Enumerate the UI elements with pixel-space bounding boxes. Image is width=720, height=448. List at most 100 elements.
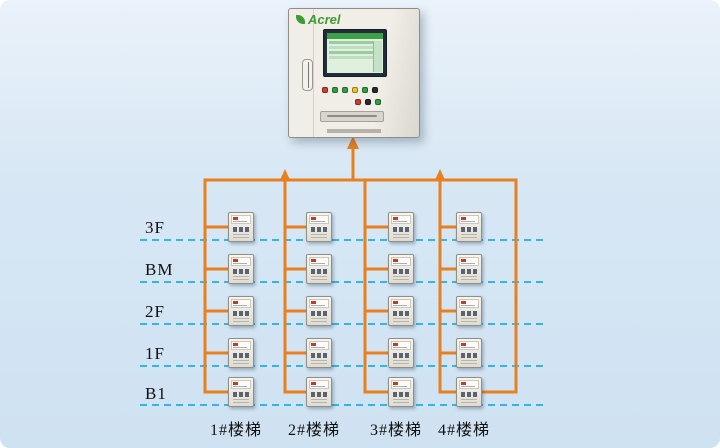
device-indicators [457,227,481,232]
device-label-area [391,215,411,224]
fire-monitor-device [388,296,414,326]
floor-dashed-lines [140,239,548,406]
device-terminals [389,234,413,238]
device-indicators [307,311,331,316]
device-brand-mark [311,301,316,304]
device-brand-mark [393,217,398,220]
fire-monitor-device [228,254,254,284]
screen-row [329,41,373,44]
device-indicators [457,311,481,316]
device-label-area [391,380,411,389]
fire-monitor-device [306,377,332,407]
device-terminals [229,318,253,322]
floor-label: 2F [145,302,165,321]
device-indicators [389,311,413,316]
device-terminals [457,276,481,280]
device-brand-mark [311,259,316,262]
fire-monitor-device [456,296,482,326]
brand-logo: Acrel [296,13,341,26]
device-indicators [229,269,253,274]
device-terminals [307,318,331,322]
device-label-area [231,257,251,266]
panel-button [352,87,358,93]
screen-row [329,51,373,54]
fire-monitor-device [306,338,332,368]
fire-monitor-device [388,254,414,284]
device-indicators [389,353,413,358]
device-label-area [309,257,329,266]
device-indicators [307,392,331,397]
device-indicators [457,353,481,358]
device-terminals [229,276,253,280]
device-brand-mark [311,217,316,220]
cabinet-screen [323,29,387,77]
printer-slot [320,111,384,122]
device-terminals [307,399,331,403]
device-terminals [307,276,331,280]
device-terminals [389,399,413,403]
device-label-area [309,380,329,389]
floor-label: 1F [145,344,165,363]
fire-monitor-device [306,254,332,284]
device-brand-mark [393,382,398,385]
device-brand-mark [393,259,398,262]
fire-monitor-device [306,296,332,326]
device-indicators [229,227,253,232]
fire-monitor-device [456,254,482,284]
device-indicators [457,392,481,397]
device-terminals [389,318,413,322]
fire-monitor-device [456,377,482,407]
device-indicators [229,353,253,358]
device-terminals [307,360,331,364]
floor-label: 3F [145,218,165,237]
device-terminals [389,360,413,364]
brand-text: Acrel [308,12,341,27]
device-label-area [459,215,479,224]
device-terminals [307,234,331,238]
device-brand-mark [233,259,238,262]
device-indicators [307,353,331,358]
device-indicators [307,227,331,232]
device-indicators [389,269,413,274]
device-terminals [229,360,253,364]
device-label-area [459,380,479,389]
device-indicators [229,311,253,316]
device-brand-mark [311,343,316,346]
device-terminals [229,234,253,238]
device-brand-mark [233,217,238,220]
device-label-area [391,299,411,308]
panel-buttons-secondary [355,99,381,105]
device-terminals [457,234,481,238]
fire-monitor-device [456,338,482,368]
staircase-label: 1#楼梯 [209,422,263,439]
device-brand-mark [461,343,466,346]
device-label-area [309,299,329,308]
device-terminals [457,399,481,403]
device-indicators [307,269,331,274]
device-label-area [391,341,411,350]
staircase-label: 2#楼梯 [287,422,341,439]
device-brand-mark [461,217,466,220]
screen-side-panel [373,41,382,72]
fire-monitor-device [228,296,254,326]
device-brand-mark [233,301,238,304]
device-label-area [459,257,479,266]
device-brand-mark [461,382,466,385]
cabinet-door-seam [313,9,314,137]
staircase-label: 4#楼梯 [437,422,491,439]
device-label-area [231,380,251,389]
device-terminals [389,276,413,280]
leaf-icon [296,15,305,24]
device-terminals [457,360,481,364]
fire-monitor-device [306,212,332,242]
panel-button [365,99,371,105]
panel-button [375,99,381,105]
flow-arrows [279,136,446,181]
bus-lines [203,145,518,394]
fire-monitor-device [228,377,254,407]
staircase-label: 3#楼梯 [369,422,423,439]
fire-monitor-device [388,338,414,368]
device-indicators [229,392,253,397]
fire-monitor-device [456,212,482,242]
panel-button [332,87,338,93]
